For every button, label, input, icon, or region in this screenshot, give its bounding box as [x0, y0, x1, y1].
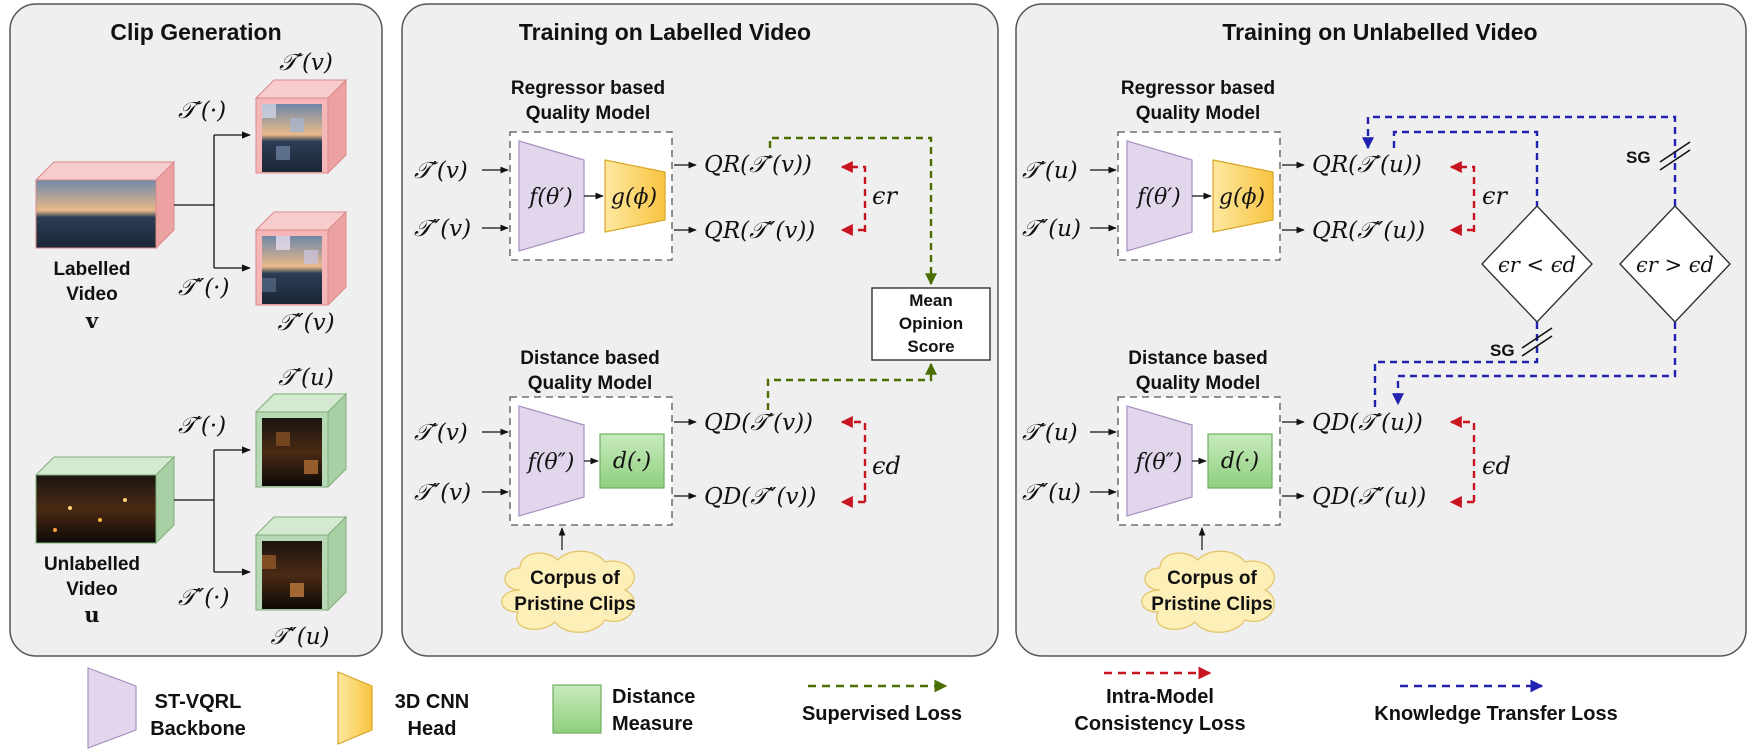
mos-line-3: Score: [907, 337, 954, 356]
u-distance-title-2: Quality Model: [1136, 373, 1261, 394]
u-corpus-line-1: Corpus of: [1167, 568, 1257, 589]
l-qd1: QD(𝒯′(v)): [704, 410, 813, 436]
legend-intra-1: Intra-Model: [1106, 686, 1214, 708]
u-f-theta-double-prime: f(θ″): [1134, 450, 1183, 475]
u-in-t1-reg: 𝒯′(u): [1022, 158, 1078, 184]
mos-line-2: Opinion: [899, 314, 963, 333]
l-corpus-line-2: Pristine Clips: [514, 594, 635, 615]
l-eps-d: ϵd: [872, 452, 901, 480]
l-distance-title-1: Distance based: [520, 348, 659, 369]
u-distance-title-1: Distance based: [1128, 348, 1267, 369]
clip-v-double-prime-label: 𝒯″(v): [277, 310, 334, 336]
legend-backbone-swatch: [87, 667, 137, 749]
legend-backbone-2: Backbone: [150, 718, 246, 740]
u-qd1: QD(𝒯′(u)): [1312, 410, 1423, 436]
l-in-t2-reg: 𝒯″(v): [414, 216, 471, 242]
unlabelled-video-cube: [34, 455, 176, 545]
unlabelled-video-var: u: [84, 602, 99, 627]
legend-distance-2: Measure: [612, 713, 693, 735]
legend-intra-2: Consistency Loss: [1074, 713, 1245, 735]
l-d-dot: d(·): [613, 449, 651, 474]
l-qd2: QD(𝒯″(v)): [704, 484, 816, 510]
unlabelled-video-label-1: Unlabelled: [44, 554, 140, 575]
l-corpus-line-1: Corpus of: [530, 568, 620, 589]
legend-kt: Knowledge Transfer Loss: [1374, 703, 1617, 725]
labelled-video-var: v: [85, 308, 99, 333]
labelled-video-cube: [34, 160, 176, 250]
clip-u-prime-label: 𝒯′(u): [278, 365, 334, 391]
l-eps-r: ϵr: [872, 182, 898, 210]
unlabelled-training-title: Training on Unlabelled Video: [1222, 19, 1537, 45]
t2-op-labelled: 𝒯″(·): [178, 275, 229, 301]
u-regressor-title-2: Quality Model: [1136, 103, 1261, 124]
u-corpus-cloud: [1141, 550, 1275, 633]
clip-u-double-prime-cube: [254, 515, 348, 612]
l-g-phi: g(ϕ): [611, 185, 657, 210]
l-in-t1-dist: 𝒯′(v): [414, 420, 468, 446]
u-in-t2-dist: 𝒯″(u): [1022, 480, 1081, 506]
cond-gt-label: ϵr > ϵd: [1636, 253, 1714, 277]
sg-bottom: SG: [1490, 341, 1515, 360]
t1-op-labelled: 𝒯′(·): [178, 98, 226, 124]
t2-op-unlabelled: 𝒯″(·): [178, 585, 229, 611]
clip-u-prime-cube: [254, 392, 348, 489]
clip-u-double-prime-label: 𝒯″(u): [271, 624, 330, 650]
l-in-t1-reg: 𝒯′(v): [414, 158, 468, 184]
l-qr1: QR(𝒯′(v)): [704, 152, 812, 178]
u-eps-d: ϵd: [1482, 452, 1511, 480]
u-regressor-title-1: Regressor based: [1121, 78, 1275, 99]
legend: ST-VQRL Backbone 3D CNN Head Distance Me…: [87, 666, 1618, 749]
l-distance-shape: [599, 433, 665, 489]
clip-v-double-prime-cube: [254, 210, 348, 307]
t1-op-unlabelled: 𝒯′(·): [178, 413, 226, 439]
legend-distance-swatch: [552, 684, 602, 734]
clip-generation-title: Clip Generation: [110, 19, 281, 45]
labelled-training-title: Training on Labelled Video: [519, 19, 811, 45]
legend-head-1: 3D CNN: [395, 691, 469, 713]
l-corpus-cloud: [501, 550, 635, 633]
u-d-dot: d(·): [1221, 449, 1259, 474]
u-backbone-shape: [1126, 140, 1193, 252]
l-distance-title-2: Quality Model: [528, 373, 653, 394]
cond-lt-label: ϵr < ϵd: [1498, 253, 1576, 277]
legend-backbone-1: ST-VQRL: [155, 691, 242, 713]
u-in-t2-reg: 𝒯″(u): [1022, 216, 1081, 242]
u-backbone2-shape: [1126, 405, 1193, 517]
labelled-video-label-1: Labelled: [53, 259, 130, 280]
clip-v-prime-label: 𝒯′(v): [279, 50, 333, 76]
u-distance-shape: [1207, 433, 1273, 489]
unlabelled-training-panel: [1015, 3, 1747, 657]
labelled-video-label-2: Video: [66, 284, 117, 305]
l-regressor-title-1: Regressor based: [511, 78, 665, 99]
l-f-theta-double-prime: f(θ″): [526, 450, 575, 475]
u-qd2: QD(𝒯″(u)): [1312, 484, 1426, 510]
l-backbone-shape: [518, 140, 585, 252]
u-head-shape: [1212, 159, 1274, 233]
legend-supervised: Supervised Loss: [802, 703, 962, 725]
u-qr1: QR(𝒯′(u)): [1312, 152, 1422, 178]
unlabelled-video-label-2: Video: [66, 579, 117, 600]
l-backbone2-shape: [518, 405, 585, 517]
legend-head-2: Head: [408, 718, 457, 740]
clip-v-prime-cube: [254, 78, 348, 175]
mos-box: [871, 287, 991, 361]
l-in-t2-dist: 𝒯″(v): [414, 480, 471, 506]
l-regressor-title-2: Quality Model: [526, 103, 651, 124]
u-in-t1-dist: 𝒯′(u): [1022, 420, 1078, 446]
mos-line-1: Mean: [909, 291, 952, 310]
u-eps-r: ϵr: [1482, 182, 1508, 210]
u-g-phi: g(ϕ): [1219, 185, 1265, 210]
u-f-theta-prime: f(θ′): [1135, 185, 1181, 210]
l-head-shape: [604, 159, 666, 233]
legend-head-swatch: [337, 671, 373, 745]
u-corpus-line-2: Pristine Clips: [1151, 594, 1272, 615]
l-qr2: QR(𝒯″(v)): [704, 218, 815, 244]
l-f-theta-prime: f(θ′): [527, 185, 573, 210]
u-qr2: QR(𝒯″(u)): [1312, 218, 1425, 244]
sg-top: SG: [1626, 148, 1651, 167]
legend-distance-1: Distance: [612, 686, 695, 708]
